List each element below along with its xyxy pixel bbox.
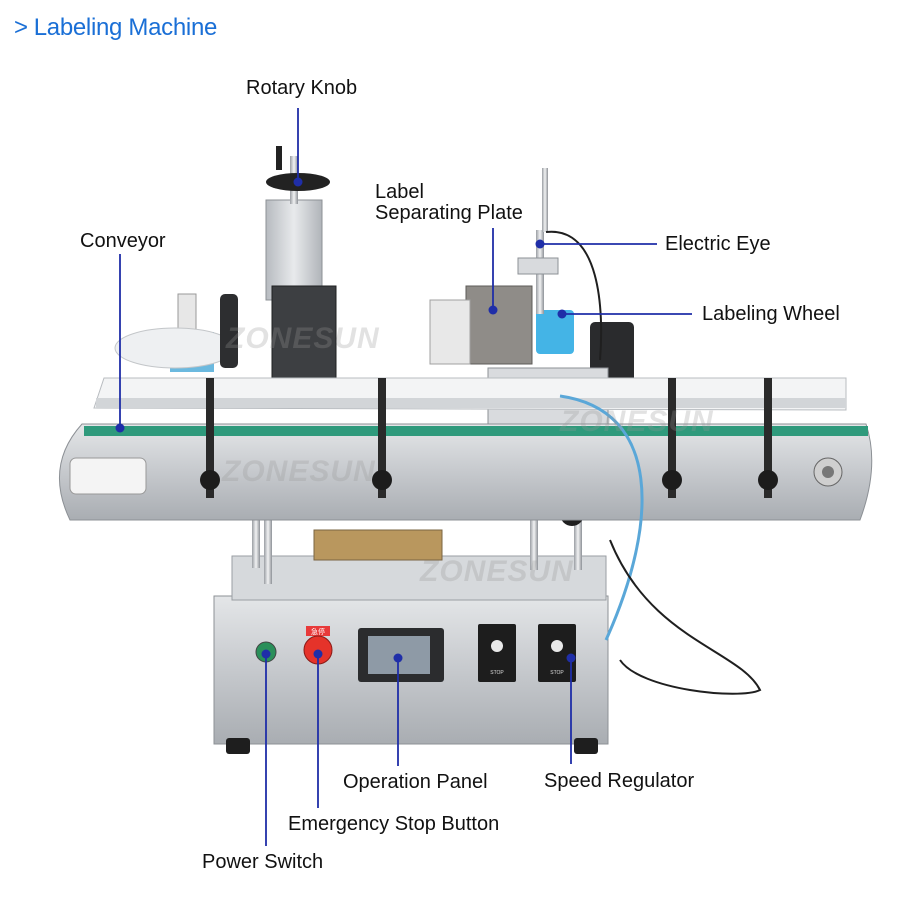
leader-dot-emergency-stop-button [313, 649, 323, 659]
speed-regulator-1 [478, 624, 516, 682]
knob-stop-text: STOP [550, 670, 564, 676]
guide-rail [93, 377, 847, 411]
label-separating-plate [465, 285, 533, 365]
page-title-text: Labeling Machine [33, 14, 218, 41]
watermark: ZONESUN [222, 455, 376, 488]
guide-clamps [200, 378, 778, 498]
callout-power-switch: Power Switch [202, 851, 324, 873]
leader-dot-conveyor [115, 423, 125, 433]
conveyor-beam [59, 423, 873, 521]
watermark: ZONESUN [560, 405, 714, 438]
leader-dot-power-switch [261, 649, 271, 659]
watermark: ZONESUN [420, 555, 574, 588]
callout-lines [115, 108, 692, 846]
estop-tag-text: 急停 [311, 627, 325, 636]
conveyor-belt [84, 426, 868, 436]
speed-regulator-2 [538, 624, 576, 682]
callout-rotary-knob: Rotary Knob [246, 77, 358, 99]
labeling-wheel [536, 310, 574, 354]
leader-dot-operation-panel [393, 653, 403, 663]
callout-speed-regulator: Speed Regulator [544, 770, 695, 792]
callout-labeling-wheel: Labeling Wheel [702, 303, 840, 325]
leader-dot-labeling-wheel [557, 309, 567, 319]
callout-label-separating-plate-line2: Separating Plate [375, 202, 523, 224]
chevron-right-icon: > [14, 14, 28, 41]
leader-dot-label-separating-plate [488, 305, 498, 315]
leader-dot-rotary-knob [293, 177, 303, 187]
callout-conveyor: Conveyor [80, 230, 166, 252]
page-title: >Labeling Machine [14, 14, 217, 42]
callout-emergency-stop-button: Emergency Stop Button [288, 813, 500, 835]
leader-dot-electric-eye [535, 239, 545, 249]
callout-electric-eye: Electric Eye [665, 233, 771, 255]
callout-operation-panel: Operation Panel [343, 771, 488, 793]
callout-label-separating-plate-line1: Label [375, 181, 424, 203]
watermark: ZONESUN [226, 322, 380, 355]
knob-stop-text: STOP [490, 670, 504, 676]
leader-dot-speed-regulator [566, 653, 576, 663]
